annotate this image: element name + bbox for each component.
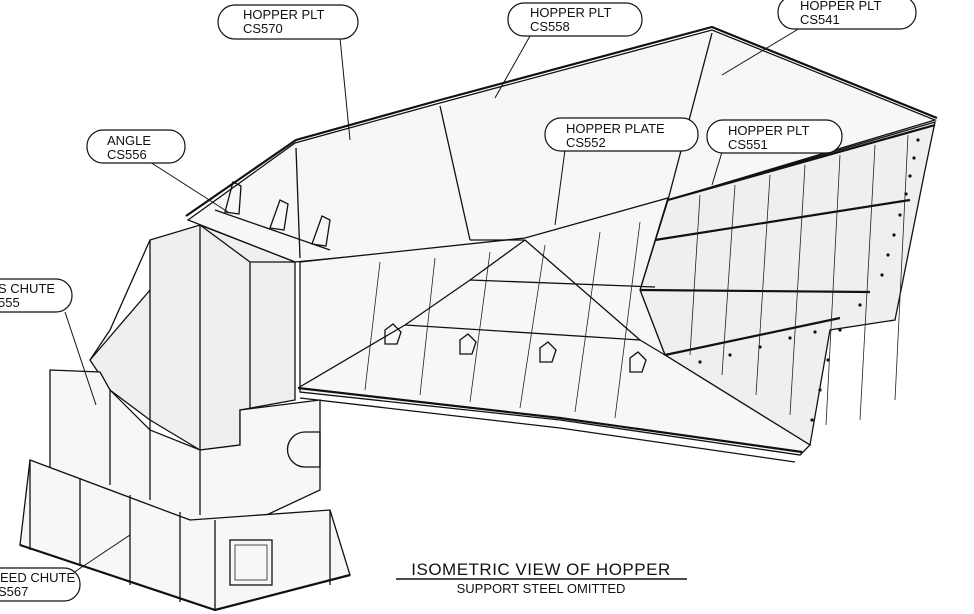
callout-cs555-line1: S CHUTE: [0, 281, 55, 296]
callout-cs541-line2: CS541: [800, 12, 840, 27]
hopper-body: [185, 25, 938, 463]
callout-cs558-line1: HOPPER PLT: [530, 5, 611, 20]
callout-cs570-line2: CS570: [243, 21, 283, 36]
drawing-title: ISOMETRIC VIEW OF HOPPER: [411, 560, 670, 579]
drawing-subtitle: SUPPORT STEEL OMITTED: [457, 581, 626, 596]
callout-cs567: EED CHUTE S567: [0, 534, 131, 602]
lifting-lugs: [384, 323, 647, 373]
callout-cs555: S CHUTE 555: [0, 278, 97, 406]
callout-cs570-line1: HOPPER PLT: [243, 7, 324, 22]
callout-cs567-line2: S567: [0, 584, 28, 599]
drawing-title-block: ISOMETRIC VIEW OF HOPPER SUPPORT STEEL O…: [396, 560, 687, 596]
callout-cs558: HOPPER PLT CS558: [494, 2, 643, 99]
callout-cs556: ANGLE CS556: [86, 129, 229, 213]
callout-cs567-line1: EED CHUTE: [0, 570, 75, 585]
bolt-row-right: [698, 138, 920, 422]
callout-cs551-line2: CS551: [728, 137, 768, 152]
callout-cs541: HOPPER PLT CS541: [721, 0, 917, 76]
callout-cs541-line1: HOPPER PLT: [800, 0, 881, 13]
callout-cs551-line1: HOPPER PLT: [728, 123, 809, 138]
callout-cs556-line1: ANGLE: [107, 133, 151, 148]
angle-lugs: [214, 181, 331, 251]
callout-cs552-line1: HOPPER PLATE: [566, 121, 665, 136]
callout-cs552: HOPPER PLATE CS552: [544, 117, 699, 226]
callout-cs551: HOPPER PLT CS551: [706, 119, 843, 186]
callout-cs556-line2: CS556: [107, 147, 147, 162]
chute-assembly: [19, 224, 351, 612]
callout-cs570: HOPPER PLT CS570: [217, 4, 359, 141]
callout-cs555-line2: 555: [0, 295, 20, 310]
callout-cs558-line2: CS558: [530, 19, 570, 34]
callout-cs552-line2: CS552: [566, 135, 606, 150]
